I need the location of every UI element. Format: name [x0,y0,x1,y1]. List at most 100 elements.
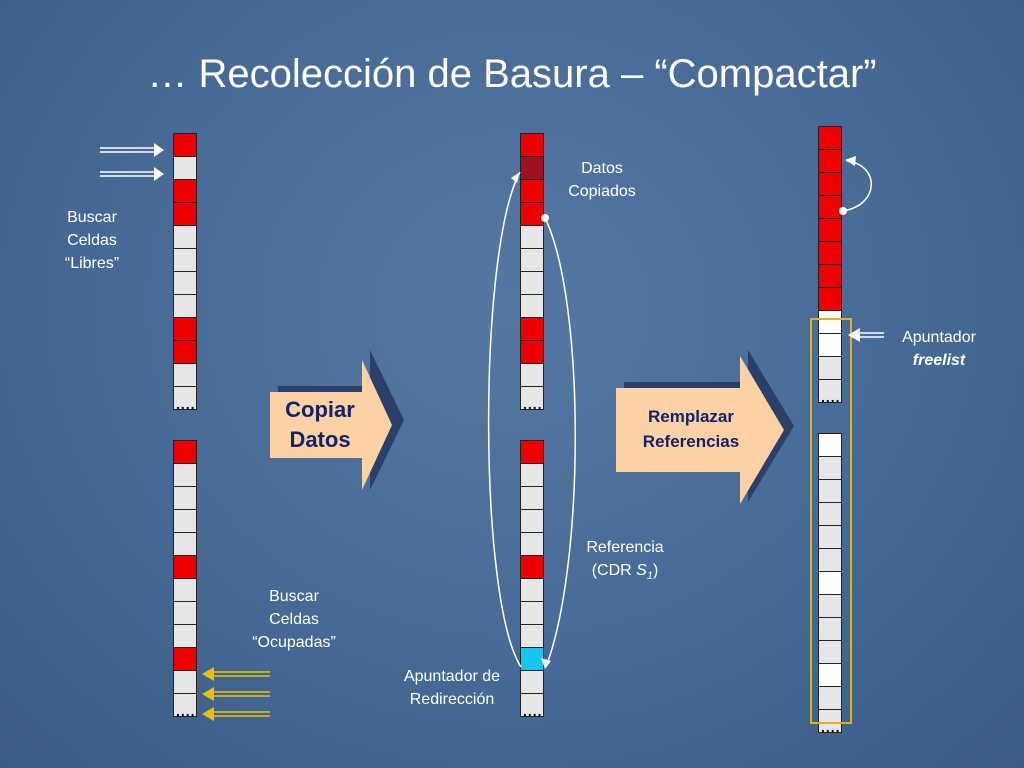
memory-cell [520,693,544,719]
label-s: S [636,562,647,579]
memory-cell [818,379,842,405]
label-datos-copiados: Datos Copiados [556,157,648,203]
memory-column-copied-top [520,133,544,412]
yellow-arrowhead-1 [202,667,214,681]
slide-title: … Recolección de Basura – “Compactar” [147,52,877,96]
memory-cell [520,133,544,157]
memory-cell [173,509,197,533]
memory-column-original-top [173,133,197,412]
search-arrows-free [100,143,164,181]
memory-cell [173,386,197,412]
reference-curve-right [544,217,576,665]
memory-cell [818,264,842,288]
memory-cell [818,356,842,380]
label-line: Buscar [269,588,319,605]
memory-cell [520,202,544,226]
memory-cell [520,179,544,203]
label-buscar-libres: Buscar Celdas “Libres” [50,206,134,275]
label-close: ) [652,562,659,579]
yellow-arrow-3 [212,711,270,717]
memory-cell [173,624,197,648]
memory-cell [520,509,544,533]
label-referencia-cdr: (CDR S1) [570,559,680,588]
step-line: Datos [289,427,351,452]
step-label-remplazar: Remplazar Referencias [616,404,766,454]
memory-cell [173,202,197,226]
step-line: Remplazar [648,407,734,426]
yellow-arrow-1 [212,671,270,677]
yellow-arrow-2 [212,691,270,697]
reference-curve-head [541,658,551,669]
step-line: Copiar [285,397,355,422]
memory-cell [173,363,197,387]
memory-cell [173,248,197,272]
memory-cell [818,663,842,687]
label-line: Redirección [409,691,495,708]
label-line: Datos [581,160,623,177]
memory-column-copied-bottom [520,440,544,719]
label-apuntador-freelist: Apuntador freelist [888,326,990,372]
yellow-arrowhead-3 [202,707,214,721]
step-label-copiar: Copiar Datos [270,395,370,455]
search-arrowhead-2 [154,167,164,181]
memory-cell [818,617,842,641]
col3-self-curve-head [845,156,856,166]
memory-cell [173,693,197,719]
memory-cell [818,172,842,196]
label-line: Copiados [568,183,636,200]
label-line: Apuntador de [403,668,501,685]
step-arrow-copiar-svg [270,350,404,490]
label-line: Celdas [269,611,319,628]
memory-cell [818,433,842,457]
arrow-body [616,356,784,504]
freelist-region-box [810,318,852,724]
reference-curve-dot [541,214,549,222]
yellow-arrowhead-2 [202,687,214,701]
label-apuntador-redireccion: Apuntador de Redirección [388,665,516,711]
memory-column-original-bottom [173,440,197,719]
memory-column-compacted-bottom [818,433,842,735]
memory-cell [520,463,544,487]
memory-cell [818,479,842,503]
search-arrow-2 [100,171,156,177]
memory-cell [173,647,197,671]
memory-cell [818,502,842,526]
memory-cell [520,386,544,412]
memory-cell [520,532,544,556]
col3-self-curve-dot [839,207,847,215]
col3-self-curve [842,160,872,212]
arrow-body [270,360,392,490]
step-arrow-remplazar-svg [616,350,794,504]
memory-cell [173,179,197,203]
label-s-sub: 1 [646,570,653,583]
forward-curve-left-head [511,172,520,183]
forward-curve-left [487,171,522,668]
search-arrowhead-1 [154,143,164,157]
label-referencia: Referencia (CDR S1) [570,536,680,588]
memory-cell [173,670,197,694]
label-line: Referencia [586,539,664,556]
memory-cell [520,294,544,318]
memory-cell [173,133,197,157]
label-cdr: (CDR [591,562,637,579]
search-arrows-occupied [202,667,270,721]
label-line: Buscar [67,209,117,226]
memory-cell [520,578,544,602]
memory-cell [818,218,842,242]
memory-cell [818,456,842,480]
search-arrow-1 [100,147,156,153]
label-line: Celdas [67,232,117,249]
label-buscar-ocupadas: Buscar Celdas “Ocupadas” [236,585,352,654]
memory-cell [173,317,197,341]
memory-cell [818,287,842,311]
memory-cell [173,271,197,295]
memory-cell [173,555,197,579]
memory-column-compacted-top [818,126,842,405]
memory-cell [818,640,842,664]
memory-cell [520,248,544,272]
label-line: “Libres” [64,255,120,272]
label-line: “Ocupadas” [252,634,336,651]
label-freelist: freelist [912,352,966,369]
freelist-pointer-arrow [848,328,884,342]
